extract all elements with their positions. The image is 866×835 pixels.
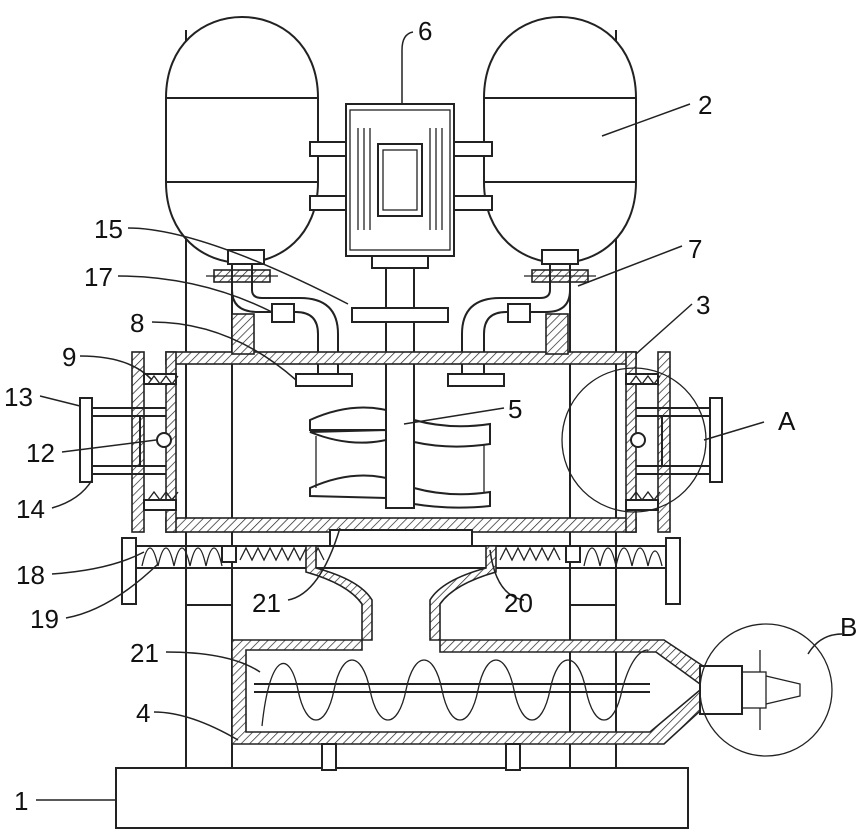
- label-20: 21: [252, 588, 281, 618]
- label-12: 13: [4, 382, 33, 412]
- label-17: 19: [30, 604, 59, 634]
- mixing-blades: [309, 406, 491, 509]
- coupling-disc: [351, 307, 449, 323]
- label-7: 7: [688, 234, 702, 264]
- feed-pipes: [231, 264, 571, 387]
- detail-circle-b: [699, 623, 833, 757]
- shaft: [385, 267, 415, 509]
- label-3: 3: [696, 290, 710, 320]
- motor: [309, 103, 493, 269]
- right-tank: [483, 16, 637, 265]
- label-14: 15: [94, 214, 123, 244]
- left-clamp-assembly: [79, 351, 179, 533]
- label-15: 17: [84, 262, 113, 292]
- label-a: A: [778, 406, 796, 436]
- label-13: 14: [16, 494, 45, 524]
- label-4: 4: [136, 698, 150, 728]
- label-8: 8: [130, 308, 144, 338]
- label-18: 18: [16, 560, 45, 590]
- base-plate: [115, 767, 689, 829]
- leader-lines: [36, 31, 843, 801]
- flow-valves: [206, 269, 596, 283]
- conveyor-housing: [231, 639, 801, 771]
- right-clamp-assembly: [625, 351, 723, 533]
- funnel: [305, 545, 497, 641]
- label-2: 2: [698, 90, 712, 120]
- bellows-row: [121, 537, 681, 605]
- label-6: 6: [418, 16, 432, 46]
- label-9: 9: [62, 342, 76, 372]
- label-5: 5: [508, 394, 522, 424]
- label-11: 12: [26, 438, 55, 468]
- part-labels: 6 2 7 3 15 17 8 9 13 12 14 5 A 18 19 21 …: [4, 16, 857, 816]
- label-b: B: [840, 612, 857, 642]
- label-21: 21: [130, 638, 159, 668]
- label-1: 1: [14, 786, 28, 816]
- label-19: 20: [504, 588, 533, 618]
- left-tank: [165, 16, 319, 265]
